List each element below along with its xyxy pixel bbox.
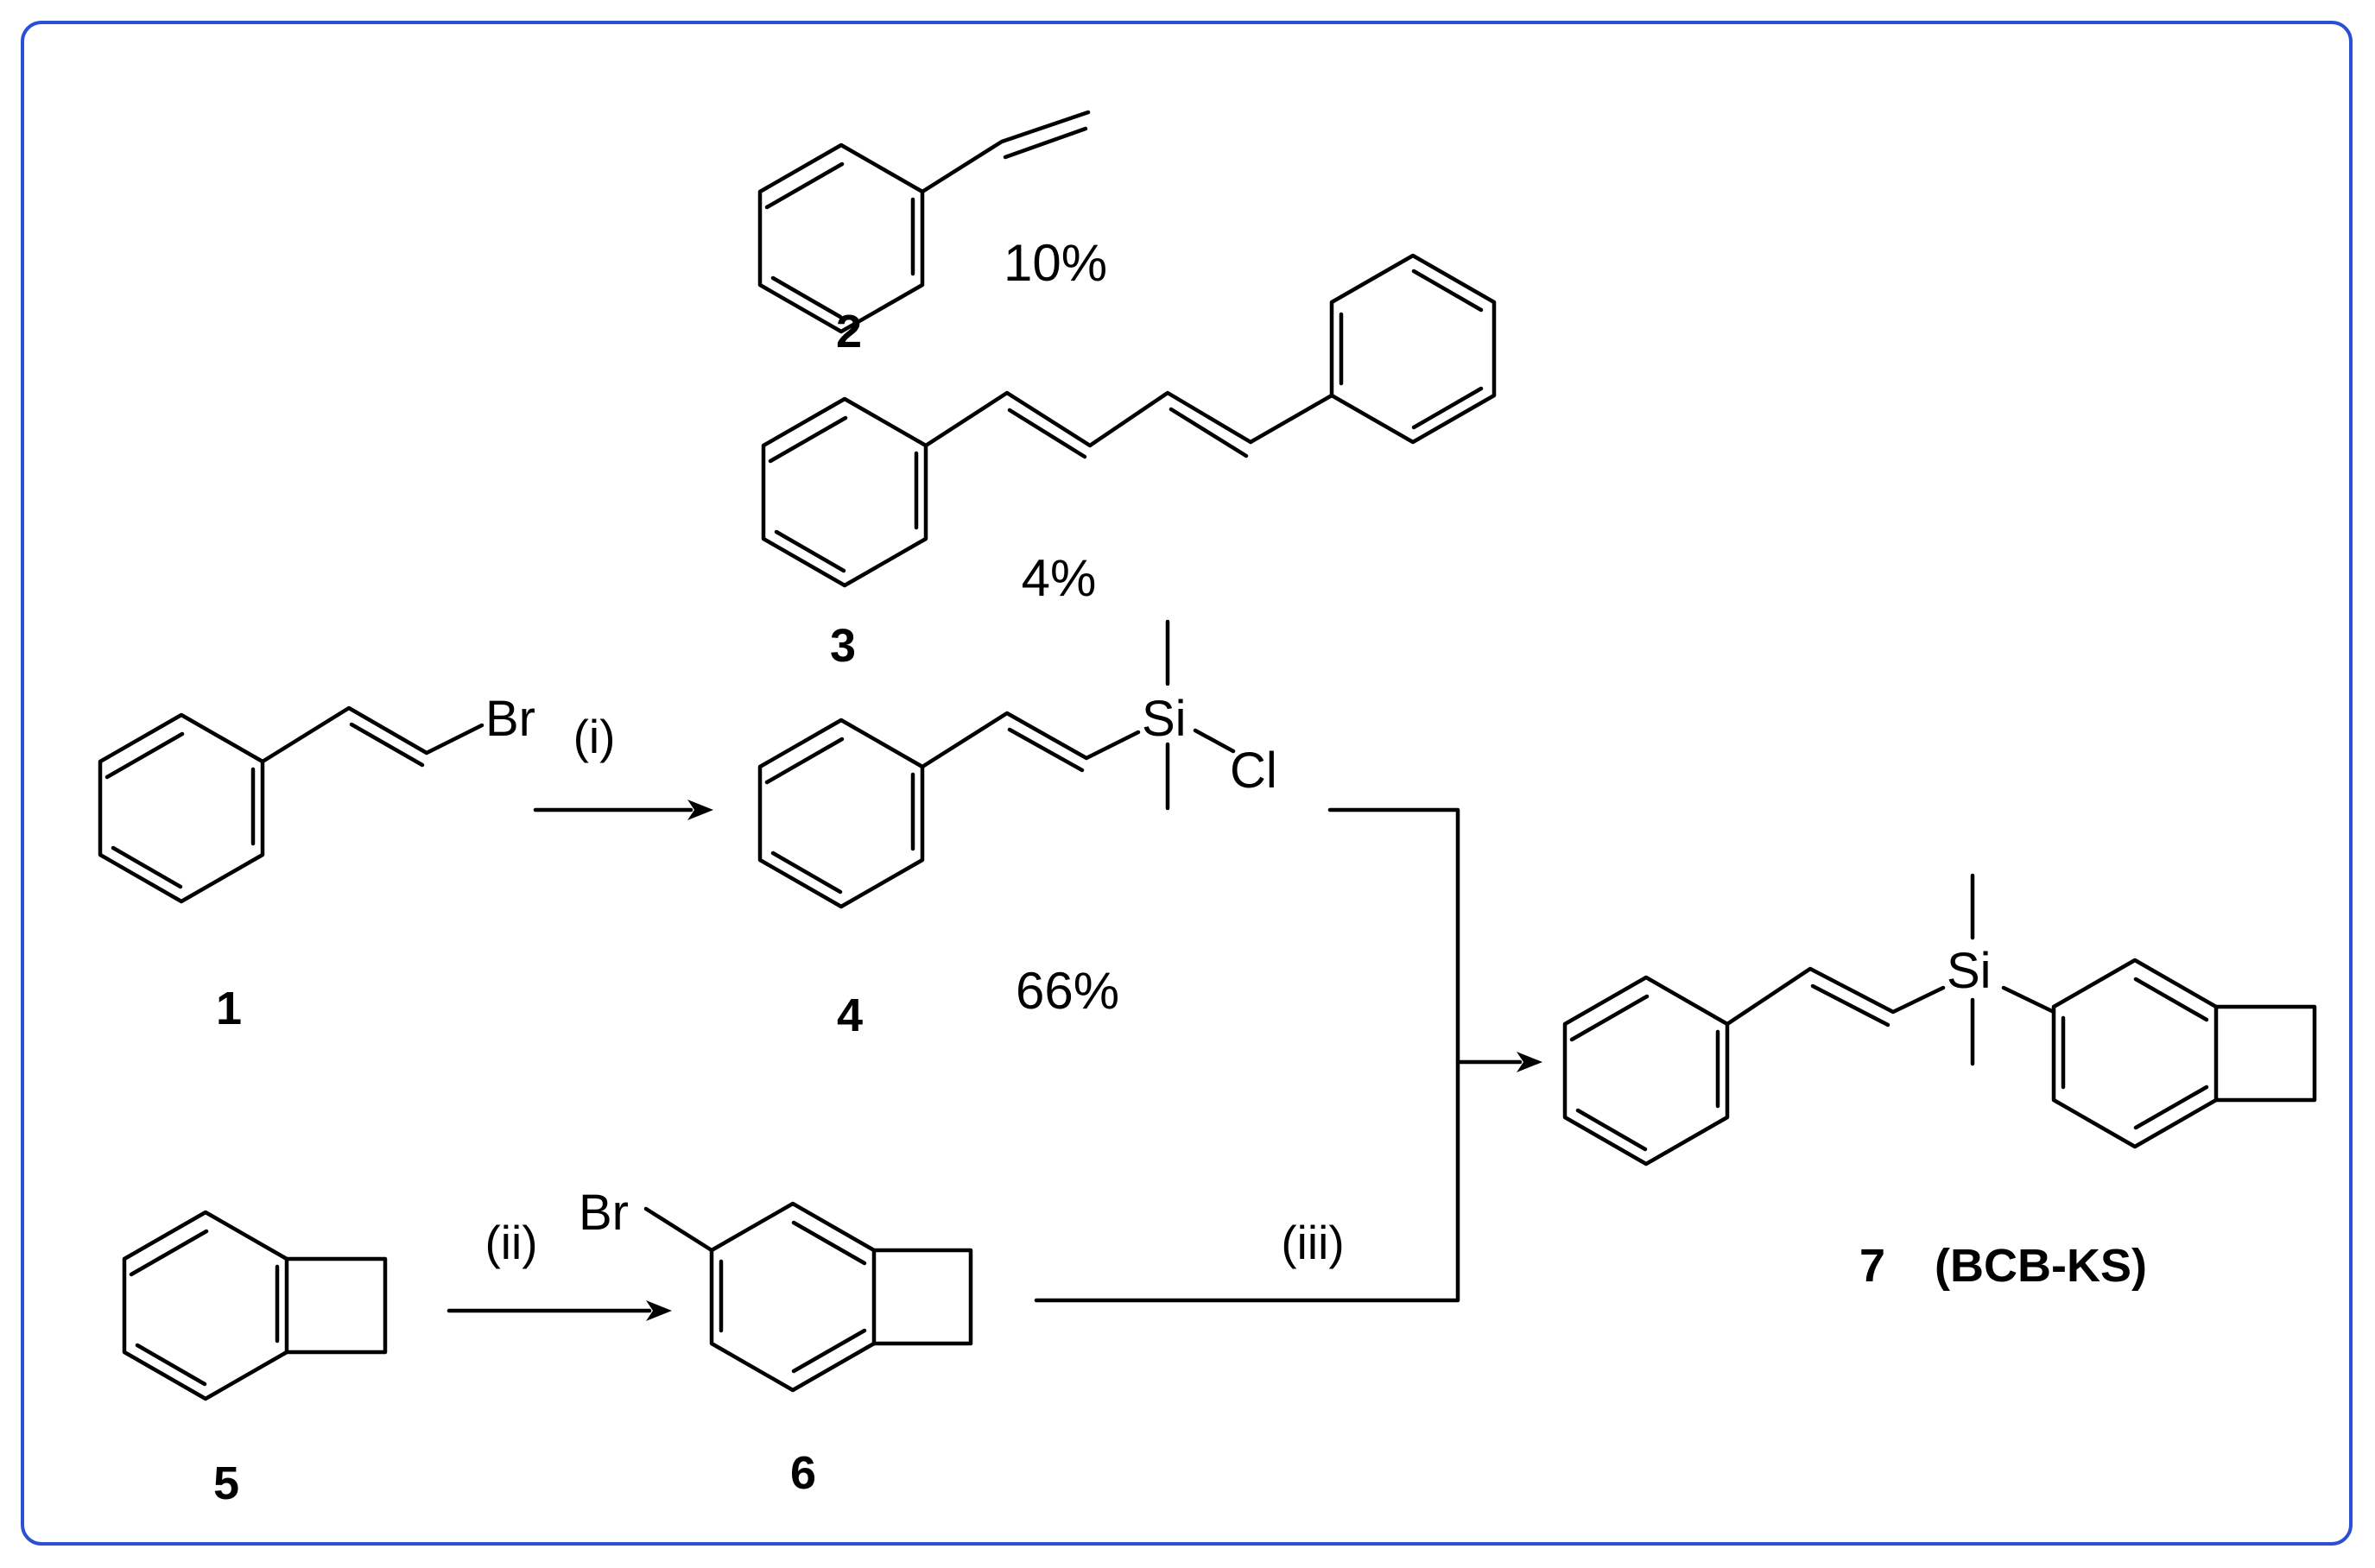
atom-br-6: Br (579, 1185, 629, 1241)
arrow-step-3-bracket (1034, 807, 1542, 1303)
structure-1-bromostyrene (98, 705, 484, 904)
atom-si-7: Si (1947, 943, 1992, 999)
condition-step-1: (i) (573, 710, 616, 763)
yield-2: 10% (1004, 234, 1107, 292)
compound-name-7: (BCB-KS) (1935, 1240, 2147, 1292)
structure-3-diphenylbutadiene (761, 253, 1497, 588)
compound-label-7: 7 (1859, 1240, 1885, 1292)
compound-label-4: 4 (837, 989, 863, 1041)
structure-2-styrene (757, 110, 1091, 334)
compound-label-2: 2 (836, 306, 862, 357)
structure-4-chlorosilane (757, 619, 1236, 909)
arrow-step-2 (446, 1300, 672, 1321)
yield-4: 66% (1016, 962, 1119, 1020)
structure-7-bcb-ks (1562, 873, 2317, 1167)
structure-6-bromobenzocyclobutene (643, 1201, 973, 1393)
arrow-step-1 (533, 800, 713, 820)
compound-label-1: 1 (216, 983, 242, 1034)
condition-step-3: (iii) (1281, 1216, 1344, 1269)
condition-step-2: (ii) (484, 1216, 537, 1269)
scheme-frame (21, 21, 2353, 1546)
yield-3: 4% (1022, 549, 1097, 607)
atom-cl-4: Cl (1230, 743, 1277, 799)
atom-br-1: Br (485, 691, 535, 747)
structure-5-benzocyclobutene (122, 1210, 388, 1401)
compound-label-5: 5 (213, 1457, 239, 1509)
atom-si-4: Si (1142, 691, 1187, 747)
compound-label-6: 6 (790, 1447, 816, 1499)
compound-label-3: 3 (830, 620, 856, 672)
